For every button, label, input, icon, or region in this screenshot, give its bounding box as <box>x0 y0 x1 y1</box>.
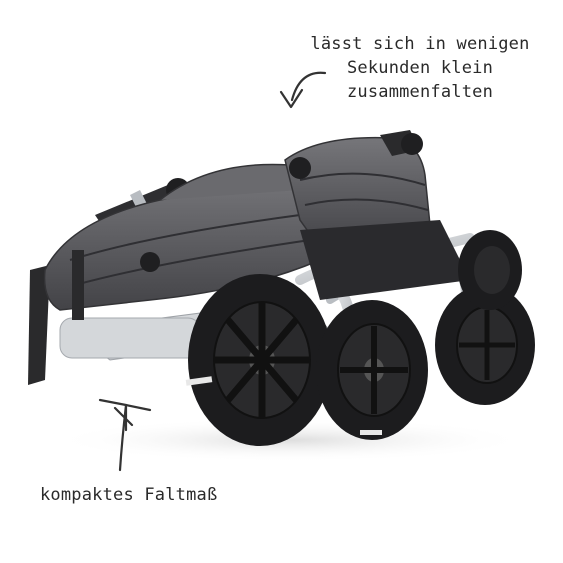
wheel-rear-small-2 <box>458 230 522 310</box>
right-seat-fabric <box>284 130 431 249</box>
annotation-line: lässt sich in wenigen <box>310 34 530 54</box>
annotation-line: Sekunden klein <box>346 58 494 78</box>
wheel-front-left <box>185 274 332 446</box>
annotation-compact-size: kompaktes Faltmaß <box>40 485 218 505</box>
hand-drawn-arrow-icon <box>279 71 327 109</box>
undercarriage <box>300 220 470 300</box>
wheel-rear-small-1 <box>435 285 535 405</box>
annotation-fold-speed: lässt sich in wenigen Sekunden klein zus… <box>300 32 540 104</box>
floor-shadow <box>50 418 530 462</box>
wheel-front-right <box>316 300 428 440</box>
annotation-line: zusammenfalten <box>346 82 494 102</box>
hand-drawn-arrow-up-icon <box>98 398 152 472</box>
